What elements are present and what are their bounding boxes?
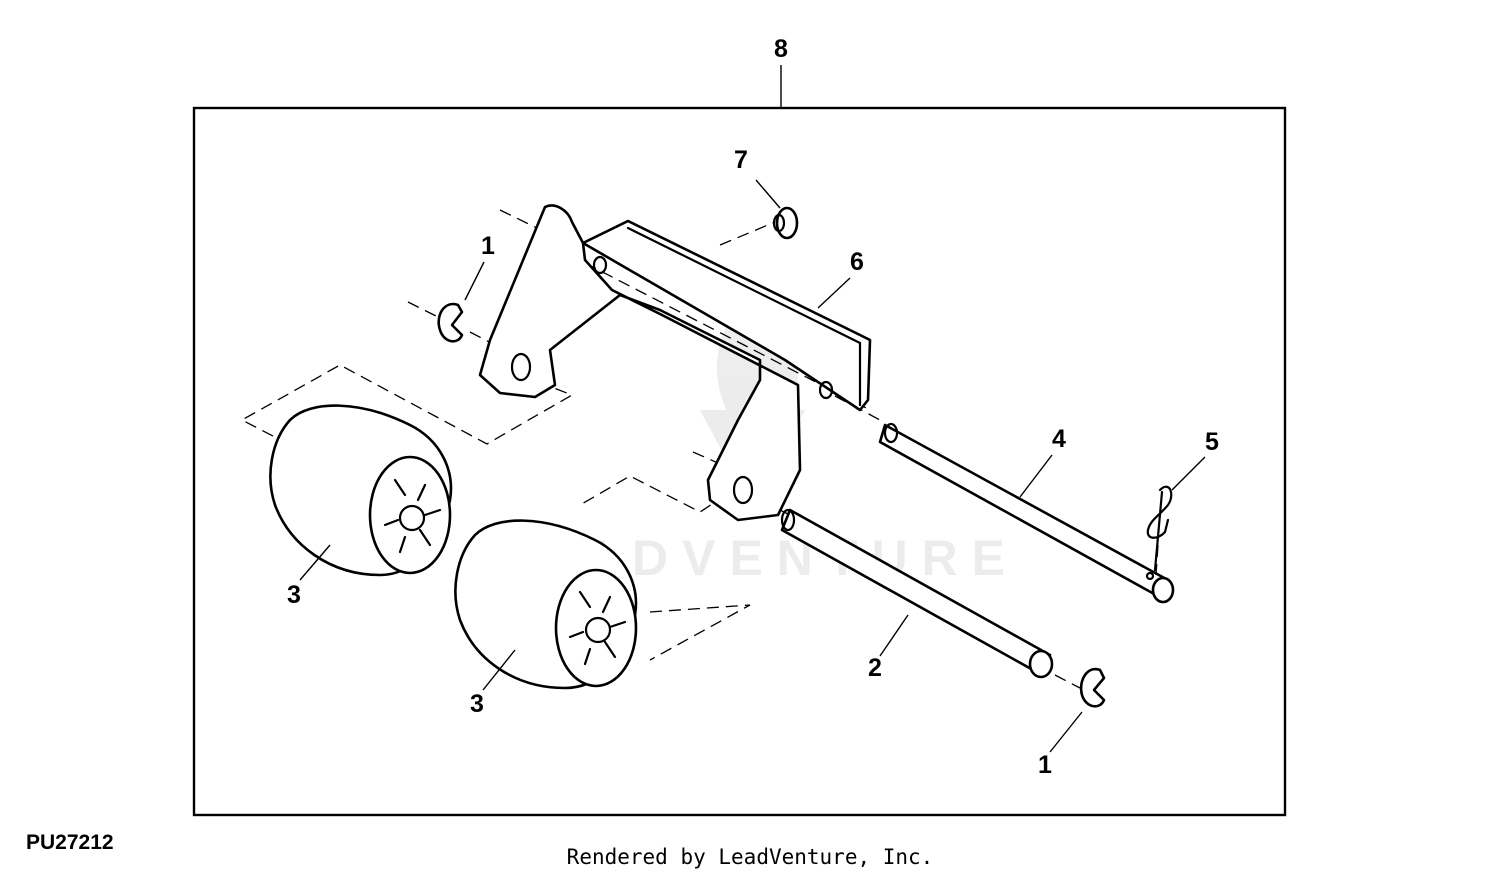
- callout-8: 8: [774, 35, 788, 63]
- assembly-frame: [192, 106, 1287, 817]
- callout-1-bottom: 1: [1038, 751, 1052, 779]
- callout-6: 6: [850, 248, 864, 276]
- nut-part-7: [772, 206, 799, 240]
- alignment-clip-bottom: [1054, 674, 1081, 689]
- figure-id: PU27212: [26, 831, 114, 854]
- shaft-part-2: [780, 508, 1054, 679]
- clip-part-1-bottom: [1079, 667, 1106, 708]
- leader-3-left: [299, 544, 331, 581]
- leader-5: [1171, 456, 1206, 491]
- callout-5: 5: [1205, 428, 1219, 456]
- bracket-part-6: [478, 204, 872, 522]
- hairpin-part-5: [1146, 485, 1173, 576]
- roller-part-3-left: [269, 404, 453, 577]
- callout-3-left: 3: [287, 581, 301, 609]
- callout-1-top: 1: [481, 232, 495, 260]
- callout-4: 4: [1052, 425, 1066, 453]
- callout-2: 2: [868, 654, 882, 682]
- leader-1-top: [464, 261, 485, 301]
- callout-3-right: 3: [470, 690, 484, 718]
- shaft-part-4: [878, 422, 1175, 604]
- leader-7: [755, 179, 781, 209]
- leader-2: [879, 614, 909, 657]
- callout-7: 7: [734, 146, 748, 174]
- leader-3-right: [482, 649, 516, 691]
- leader-6: [817, 277, 851, 309]
- clip-part-1-top: [437, 302, 464, 343]
- render-note: Rendered by LeadVenture, Inc.: [567, 845, 934, 869]
- roller-part-3-right: [454, 519, 638, 690]
- leader-4: [1019, 454, 1053, 498]
- leader-1-bottom: [1049, 711, 1083, 753]
